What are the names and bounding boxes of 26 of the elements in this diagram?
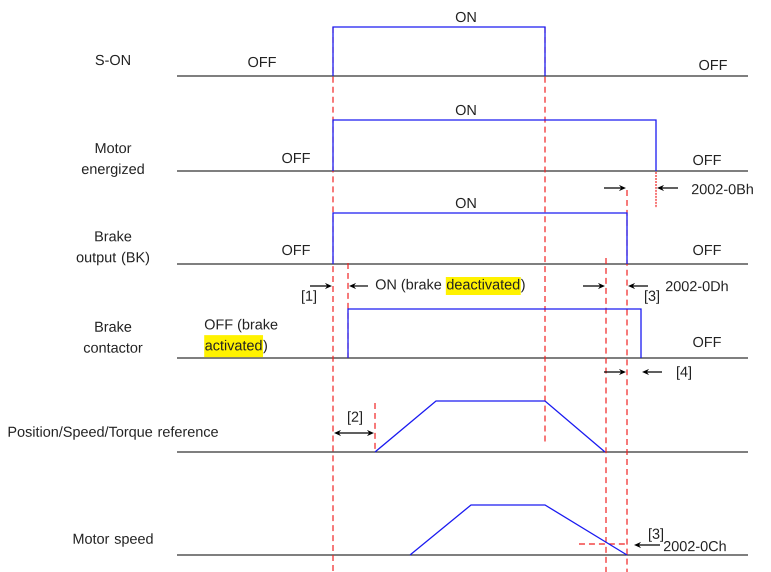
state-label: ON (brake deactivated)	[376, 277, 525, 295]
interval-label: [2]	[348, 411, 362, 425]
state-label: OFF	[248, 56, 276, 68]
state-label: OFF	[282, 244, 310, 256]
signal-label: Brake output (BK)	[76, 230, 150, 266]
state-label: OFF	[693, 244, 721, 256]
interval-label: [3]	[649, 528, 663, 542]
interval-label: [1]	[302, 290, 316, 304]
parameter-label: 2002-0Bh	[692, 184, 753, 194]
state-label: OFF	[693, 336, 721, 348]
state-label: ON	[456, 12, 476, 22]
signal-label: S-ON	[96, 54, 130, 66]
interval-label: [4]	[677, 366, 691, 380]
state-label: ON	[456, 104, 476, 116]
parameter-label: 2002-0Ch	[664, 540, 726, 552]
signal-label: Brake contactor	[84, 321, 142, 353]
parameter-label: 2002-0Dh	[666, 280, 728, 292]
state-label: OFF	[699, 60, 727, 70]
state-label: OFF	[693, 154, 721, 166]
signal-label: Motor speed	[74, 533, 153, 547]
signal-label: Motor energized	[82, 143, 144, 177]
state-label: ON	[456, 198, 476, 208]
state-label: OFF (brake activated)	[204, 318, 278, 358]
state-label: OFF	[282, 152, 310, 164]
signal-label: Position/Speed/Torque reference	[8, 426, 218, 440]
interval-label: [3]	[645, 290, 659, 304]
